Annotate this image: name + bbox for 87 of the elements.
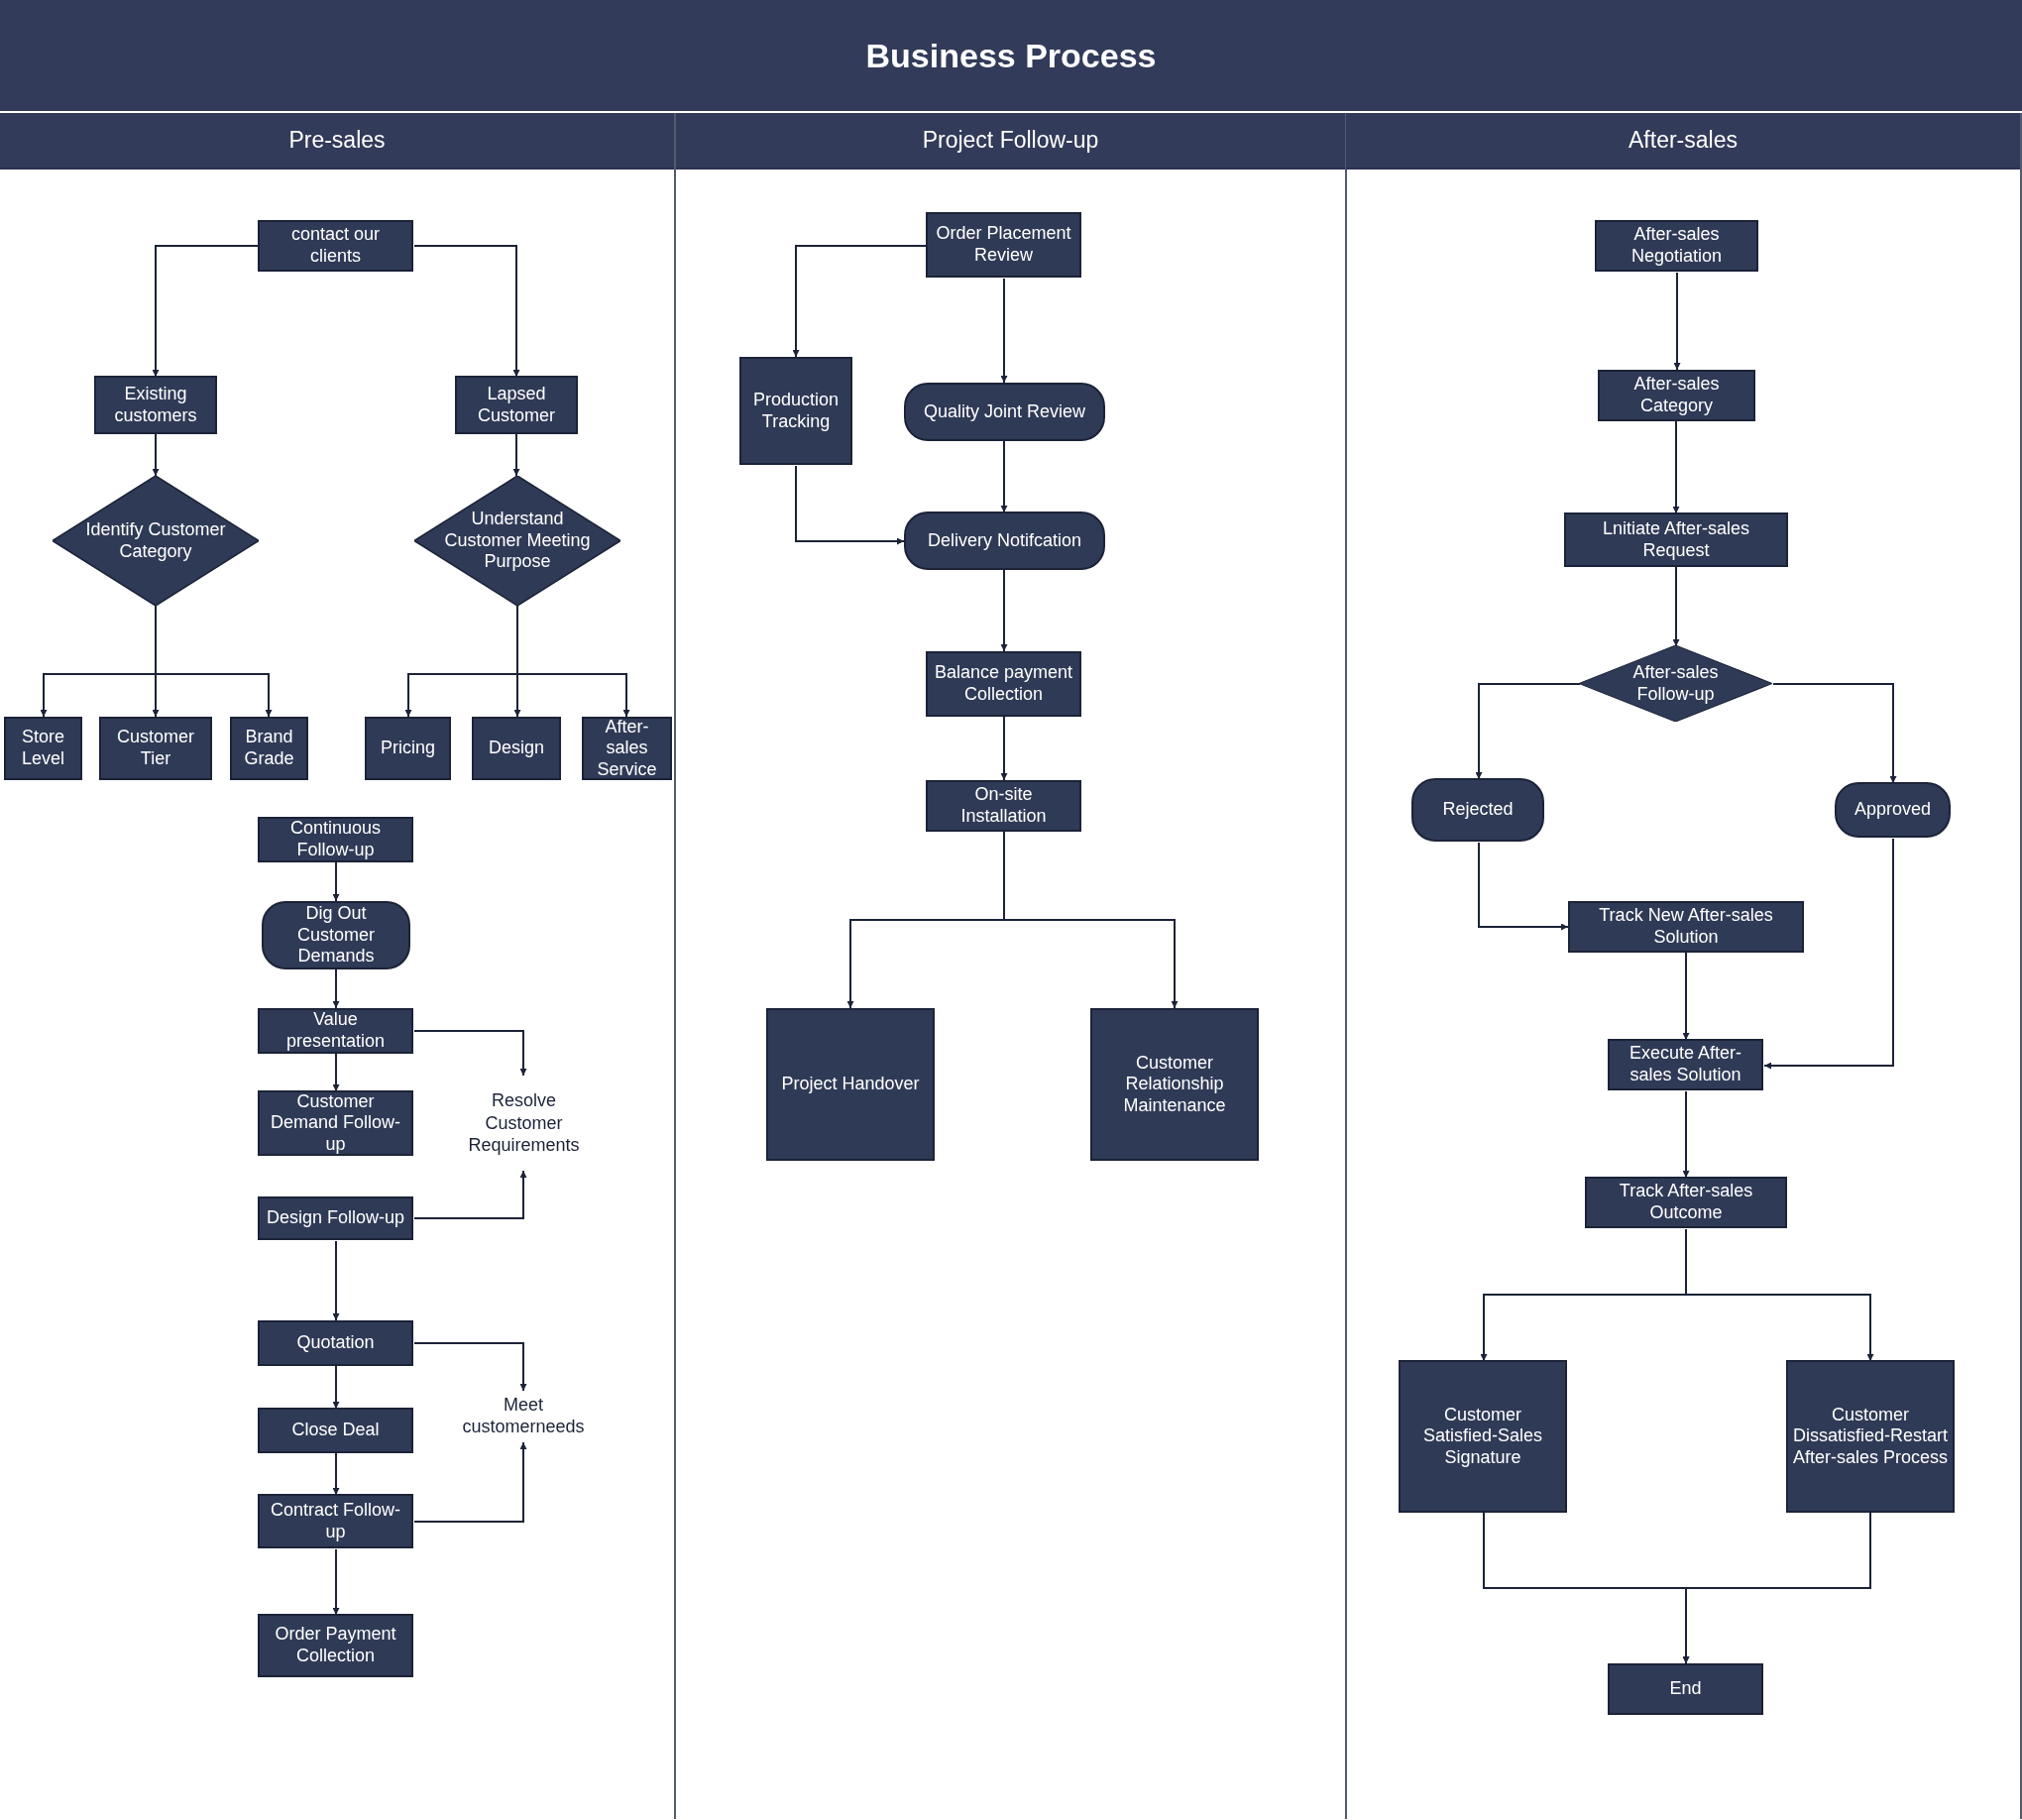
arrow bbox=[795, 465, 905, 545]
decision-label: After-sales Follow-up bbox=[1631, 661, 1720, 706]
process-box: End bbox=[1608, 1663, 1763, 1715]
arrow bbox=[1763, 838, 1894, 1070]
arrow bbox=[1475, 683, 1581, 780]
arrow bbox=[152, 245, 259, 378]
arrow bbox=[1682, 1090, 1690, 1179]
note-text: Resolve Customer Requirements bbox=[454, 1076, 594, 1171]
decision-diamond bbox=[53, 476, 259, 606]
arrow bbox=[155, 605, 273, 718]
process-box: Balance payment Collection bbox=[926, 651, 1081, 717]
process-box: Lnitiate After-sales Request bbox=[1564, 512, 1788, 567]
swimlane bbox=[0, 113, 676, 1819]
arrow bbox=[332, 1053, 340, 1092]
note-text: Meet customerneeds bbox=[446, 1390, 601, 1441]
arrow bbox=[1000, 569, 1008, 652]
arrow bbox=[1000, 440, 1008, 513]
process-box: Contract Follow-up bbox=[258, 1494, 413, 1548]
arrow bbox=[332, 1365, 340, 1410]
arrow bbox=[1685, 1228, 1874, 1362]
lane-header: Project Follow-up bbox=[676, 113, 1345, 170]
arrow bbox=[1682, 952, 1690, 1041]
process-box: Quotation bbox=[258, 1320, 413, 1366]
arrow bbox=[332, 1452, 340, 1496]
process-box: Customer Dissatisfied-Restart After-sales Process bbox=[1786, 1360, 1955, 1513]
process-box: Production Tracking bbox=[739, 357, 852, 465]
arrow bbox=[413, 245, 520, 378]
arrow bbox=[332, 1240, 340, 1321]
process-box: Value presentation bbox=[258, 1008, 413, 1054]
process-box: After-sales Negotiation bbox=[1595, 220, 1758, 272]
arrow bbox=[1003, 831, 1179, 1009]
process-box: Pricing bbox=[365, 717, 451, 780]
process-box: Order Payment Collection bbox=[258, 1614, 413, 1677]
arrow bbox=[1000, 278, 1008, 384]
rounded-process-box: Rejected bbox=[1411, 778, 1544, 842]
arrow bbox=[516, 605, 630, 718]
arrow bbox=[1000, 716, 1008, 781]
decision-diamond bbox=[414, 476, 620, 606]
lane-header: After-sales bbox=[1346, 113, 2020, 170]
rounded-process-box: Dig Out Customer Demands bbox=[262, 901, 410, 969]
arrow bbox=[413, 1441, 527, 1523]
process-box: On-site Installation bbox=[926, 780, 1081, 832]
arrow bbox=[792, 245, 927, 358]
process-box: Customer Relationship Maintenance bbox=[1090, 1008, 1259, 1161]
process-box: Lapsed Customer bbox=[455, 376, 578, 434]
arrow bbox=[413, 1030, 527, 1077]
process-box: After-sales Category bbox=[1598, 370, 1755, 421]
process-box: Customer Demand Follow-up bbox=[258, 1090, 413, 1156]
process-box: Track New After-sales Solution bbox=[1568, 901, 1804, 953]
process-box: Execute After-sales Solution bbox=[1608, 1039, 1763, 1090]
swimlane bbox=[676, 113, 1347, 1819]
process-box: After-sales Service bbox=[582, 717, 672, 780]
decision-diamond bbox=[1579, 645, 1772, 722]
process-box: contact our clients bbox=[258, 220, 413, 272]
decision-label: Identify Customer Category bbox=[84, 518, 227, 563]
swimlane bbox=[1346, 113, 2022, 1819]
process-box: Customer Satisfied-Sales Signature bbox=[1399, 1360, 1567, 1513]
lane-header: Pre-sales bbox=[0, 113, 674, 170]
process-box: Design bbox=[472, 717, 561, 780]
process-box: Close Deal bbox=[258, 1408, 413, 1453]
arrow bbox=[1478, 842, 1569, 931]
arrow bbox=[413, 1170, 527, 1219]
process-box: Customer Tier bbox=[99, 717, 212, 780]
arrow bbox=[512, 433, 520, 477]
arrow bbox=[332, 1548, 340, 1616]
arrow bbox=[1672, 566, 1680, 647]
process-box: Brand Grade bbox=[230, 717, 308, 780]
arrow bbox=[152, 433, 160, 477]
process-box: Track After-sales Outcome bbox=[1585, 1177, 1787, 1228]
arrow bbox=[332, 968, 340, 1009]
process-box: Existing customers bbox=[94, 376, 217, 434]
decision-label: Understand Customer Meeting Purpose bbox=[443, 509, 592, 573]
arrow bbox=[413, 1342, 527, 1392]
arrow bbox=[1682, 1512, 1871, 1664]
arrow bbox=[1672, 420, 1680, 514]
arrow bbox=[1673, 272, 1681, 371]
rounded-process-box: Approved bbox=[1835, 782, 1951, 838]
process-box: Continuous Follow-up bbox=[258, 817, 413, 862]
title-bar: Business Process bbox=[0, 0, 2022, 111]
rounded-process-box: Delivery Notifcation bbox=[904, 512, 1105, 570]
process-box: Order Placement Review bbox=[926, 212, 1081, 278]
process-box: Project Handover bbox=[766, 1008, 935, 1161]
rounded-process-box: Quality Joint Review bbox=[904, 383, 1105, 441]
process-box: Store Level bbox=[4, 717, 82, 780]
arrow bbox=[1772, 683, 1897, 784]
process-box: Design Follow-up bbox=[258, 1196, 413, 1240]
arrow bbox=[332, 861, 340, 902]
